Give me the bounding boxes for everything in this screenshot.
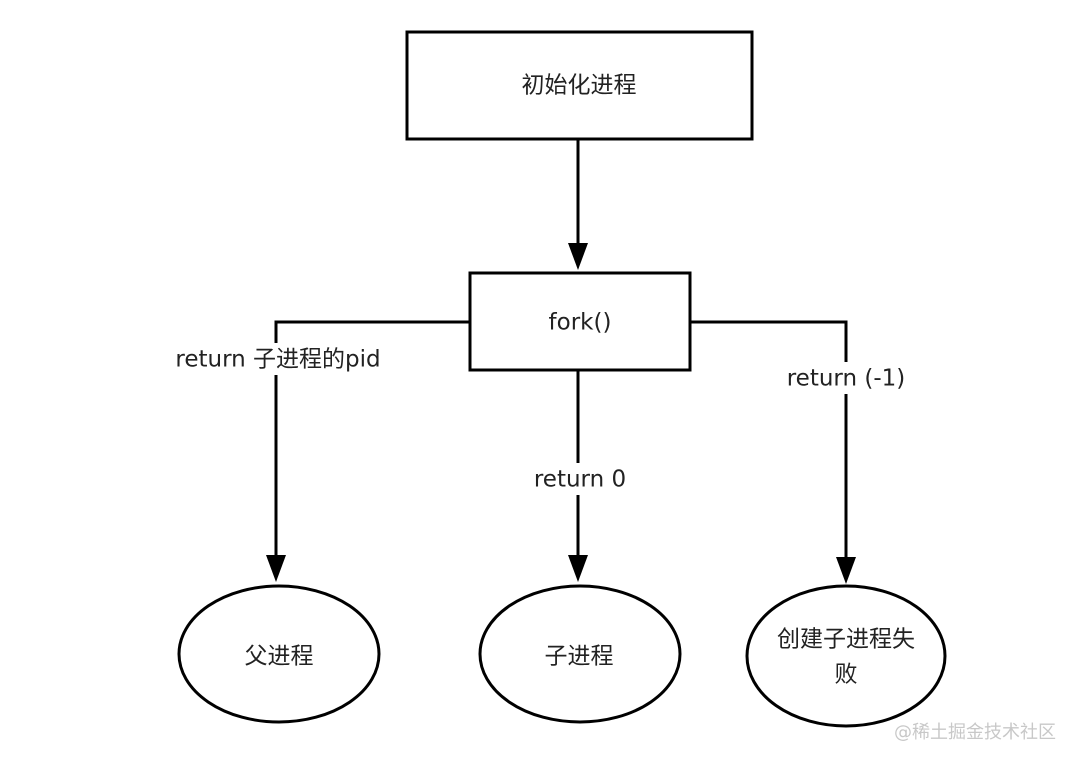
edge-label-return-zero: return 0 [534,467,626,493]
arrowhead-parent [266,555,286,582]
arrowhead-fail [836,557,856,584]
parent-process-label: 父进程 [245,644,314,670]
create-fail-label-line2: 败 [835,662,858,688]
edge-label-bg-parent [160,343,400,375]
create-fail-label-line1: 创建子进程失 [777,627,915,653]
init-process-box [405,30,754,141]
edge-label-bg-child [522,463,638,495]
fork-label: fork() [549,310,612,336]
arrowhead-child [568,555,588,582]
edge-fork-to-fail [690,320,848,558]
watermark: @稀土掘金技术社区 [894,722,1056,743]
edge-label-return-minus-one: return (-1) [787,366,906,392]
create-fail-ellipse [745,584,947,728]
init-process-label: 初始化进程 [522,73,637,99]
edge-fork-to-parent [274,320,470,556]
parent-process-ellipse [177,584,381,724]
edge-label-return-pid: return 子进程的pid [175,347,380,373]
child-process-label: 子进程 [545,644,614,670]
fork-box [468,271,692,372]
child-process-ellipse [478,584,682,724]
edge-label-bg-fail [774,362,920,394]
arrowhead-fork [568,243,588,270]
